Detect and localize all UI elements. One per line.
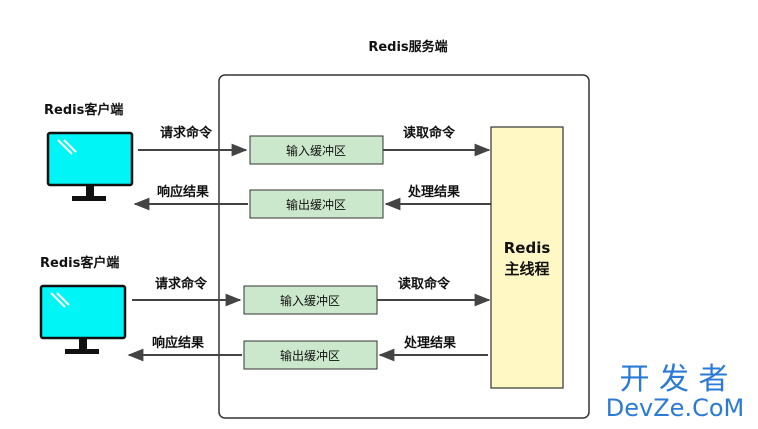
input-buffer-1-label: 输入缓冲区 bbox=[286, 143, 346, 158]
process-result-label-2: 处理结果 bbox=[403, 335, 456, 351]
client-2-label: Redis客户端 bbox=[40, 255, 119, 271]
response-label-2: 响应结果 bbox=[152, 335, 204, 351]
output-buffer-1 bbox=[249, 189, 384, 219]
monitor-icon bbox=[39, 284, 127, 354]
monitor-icon bbox=[46, 131, 134, 201]
client-1-label: Redis客户端 bbox=[44, 102, 123, 118]
output-buffer-2 bbox=[243, 340, 378, 370]
main-thread-label-line2: 主线程 bbox=[504, 260, 549, 278]
input-buffer-1 bbox=[249, 135, 384, 165]
output-buffer-1-label: 输出缓冲区 bbox=[286, 197, 346, 212]
read-command-label-2: 读取命令 bbox=[398, 276, 451, 292]
input-buffer-2-label: 输入缓冲区 bbox=[280, 293, 340, 308]
main-thread-box bbox=[490, 126, 564, 389]
request-label-2: 请求命令 bbox=[155, 276, 208, 292]
server-title: Redis服务端 bbox=[368, 39, 447, 55]
watermark-line1: 开 发 者 bbox=[619, 362, 728, 397]
request-label-1: 请求命令 bbox=[160, 125, 213, 141]
response-label-1: 响应结果 bbox=[157, 184, 209, 200]
read-command-label-1: 读取命令 bbox=[403, 125, 456, 141]
main-thread-label-line1: Redis bbox=[504, 239, 551, 257]
process-result-label-1: 处理结果 bbox=[407, 184, 460, 200]
watermark-line2: DevZe.CoM bbox=[606, 394, 744, 422]
output-buffer-2-label: 输出缓冲区 bbox=[280, 348, 340, 363]
input-buffer-2 bbox=[243, 285, 378, 315]
